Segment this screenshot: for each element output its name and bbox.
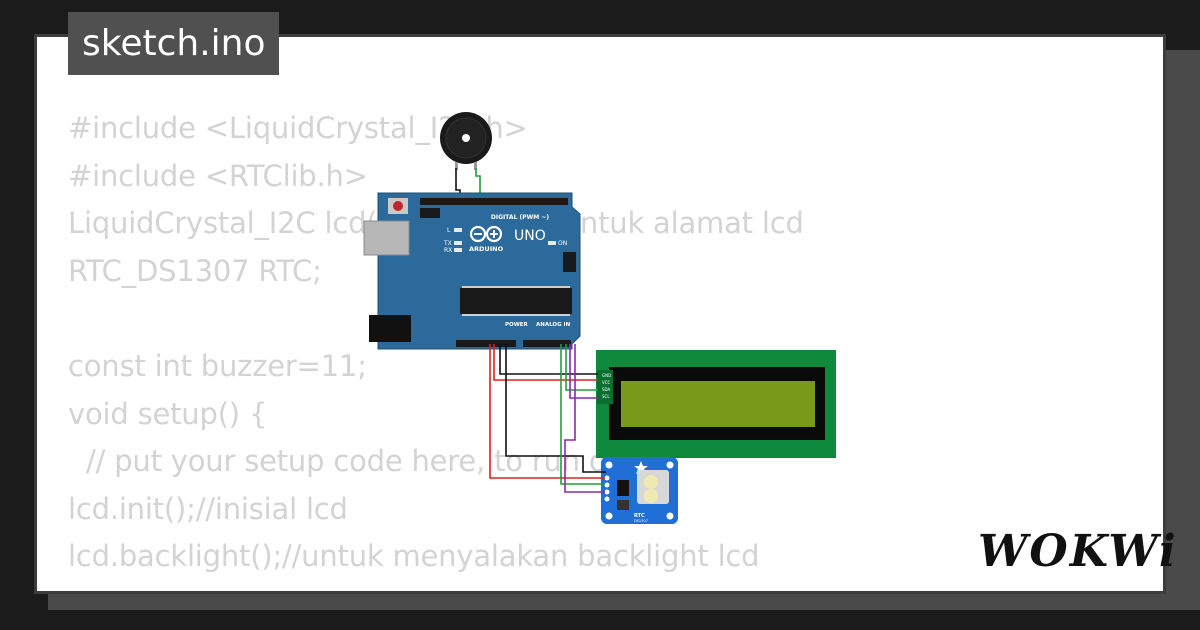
digital-label: DIGITAL (PWM ~): [491, 214, 549, 221]
buzzer[interactable]: [440, 112, 492, 170]
code-line: lcd.init();//inisial lcd: [68, 491, 348, 526]
board-model-label: UNO: [514, 228, 546, 244]
usb-port: [363, 220, 410, 256]
wiring: [489, 344, 606, 493]
code-line: RTC_DS1307 RTC;: [68, 253, 322, 288]
reset-button[interactable]: [393, 201, 403, 211]
rtc-chip-label: DS1307: [634, 519, 648, 523]
code-line: const int buzzer=11;: [68, 348, 367, 383]
led-rx-label: RX: [444, 247, 452, 254]
lcd-pin-gnd: GND: [602, 373, 611, 378]
wokwi-logo: WOKWi: [978, 526, 1178, 577]
lcd-screen: [621, 381, 815, 427]
code-line: lcd.backlight();//untuk menyalakan backl…: [68, 539, 760, 574]
lcd-pin-scl: SCL: [602, 394, 610, 399]
power-label: POWER: [505, 322, 529, 328]
board-brand-label: ARDUINO: [469, 245, 504, 253]
led-on-label: ON: [558, 240, 567, 247]
rtc-ds1307-module[interactable]: RTC DS1307: [601, 457, 678, 524]
code-line: RTC.begin();//untuk memulai komunikasi d…: [68, 581, 814, 591]
rtc-chip: [617, 480, 629, 496]
power-header: [456, 340, 516, 347]
led-tx-label: TX: [443, 240, 452, 247]
lcd-pin-vcc: VCC: [602, 380, 611, 385]
buzzer-hole-icon: [462, 134, 470, 142]
code-line: #include <RTClib.h>: [68, 158, 368, 193]
analog-header: [523, 340, 571, 347]
power-jack: [369, 315, 411, 342]
lcd-pin-sda: SDA: [602, 387, 611, 392]
code-line: void setup() {: [68, 396, 268, 431]
rtc-label: RTC: [634, 513, 645, 519]
led-l-label: L: [447, 227, 451, 234]
digital-header: [420, 198, 568, 205]
analog-label: ANALOG IN: [536, 322, 571, 328]
lcd-16x2[interactable]: GND VCC SDA SCL: [596, 350, 836, 458]
file-tab[interactable]: sketch.ino: [68, 12, 280, 75]
arduino-infinity-icon: [469, 225, 503, 243]
atmega-chip: [460, 288, 572, 314]
arduino-uno-board[interactable]: DIGITAL (PWM ~) L TX RX ON UNO ARDUINO P…: [363, 192, 581, 350]
